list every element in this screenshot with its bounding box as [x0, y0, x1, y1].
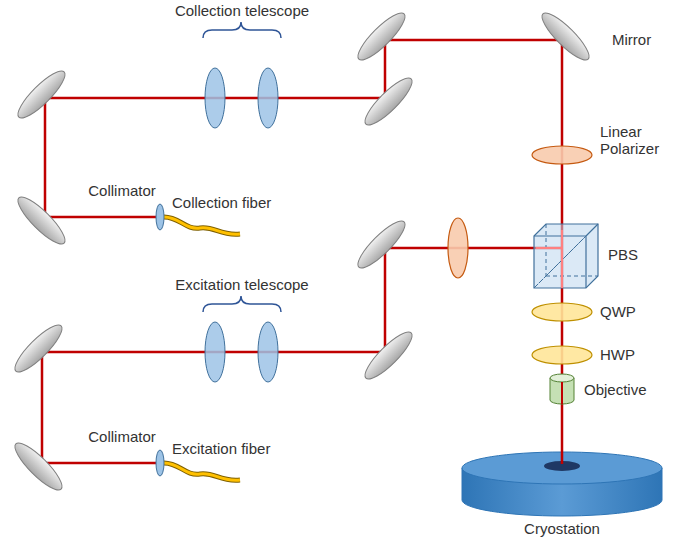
part-label: HWP [600, 346, 635, 363]
part-label: Mirror [612, 31, 651, 48]
collection-fiber [164, 217, 240, 234]
half-wave-plate [532, 346, 592, 364]
part-label: Cryostation [524, 520, 600, 537]
part-label: Excitation fiber [172, 440, 270, 457]
objective [550, 374, 574, 404]
lens [205, 68, 278, 382]
collimator-lens [156, 204, 164, 476]
part-label: Objective [584, 381, 647, 398]
mirror [9, 7, 594, 495]
laser-beam [42, 40, 562, 464]
quarter-wave-plate [532, 303, 592, 321]
collection-fiber [164, 217, 240, 234]
linear-polarizer [532, 146, 592, 164]
part-label: Linear Polarizer [600, 123, 678, 158]
part-label: PBS [608, 246, 638, 263]
part-label: QWP [600, 303, 636, 320]
excitation-fiber [164, 463, 240, 480]
part-label: Collimator [88, 428, 156, 445]
part-label: Collection fiber [172, 194, 271, 211]
part-label: Excitation telescope [175, 276, 308, 293]
pbs-cube [534, 224, 598, 288]
polarizer [448, 218, 468, 278]
excitation-fiber [164, 463, 240, 480]
part-label: Collection telescope [175, 2, 309, 19]
part-label: Collimator [88, 182, 156, 199]
brace [203, 22, 281, 312]
